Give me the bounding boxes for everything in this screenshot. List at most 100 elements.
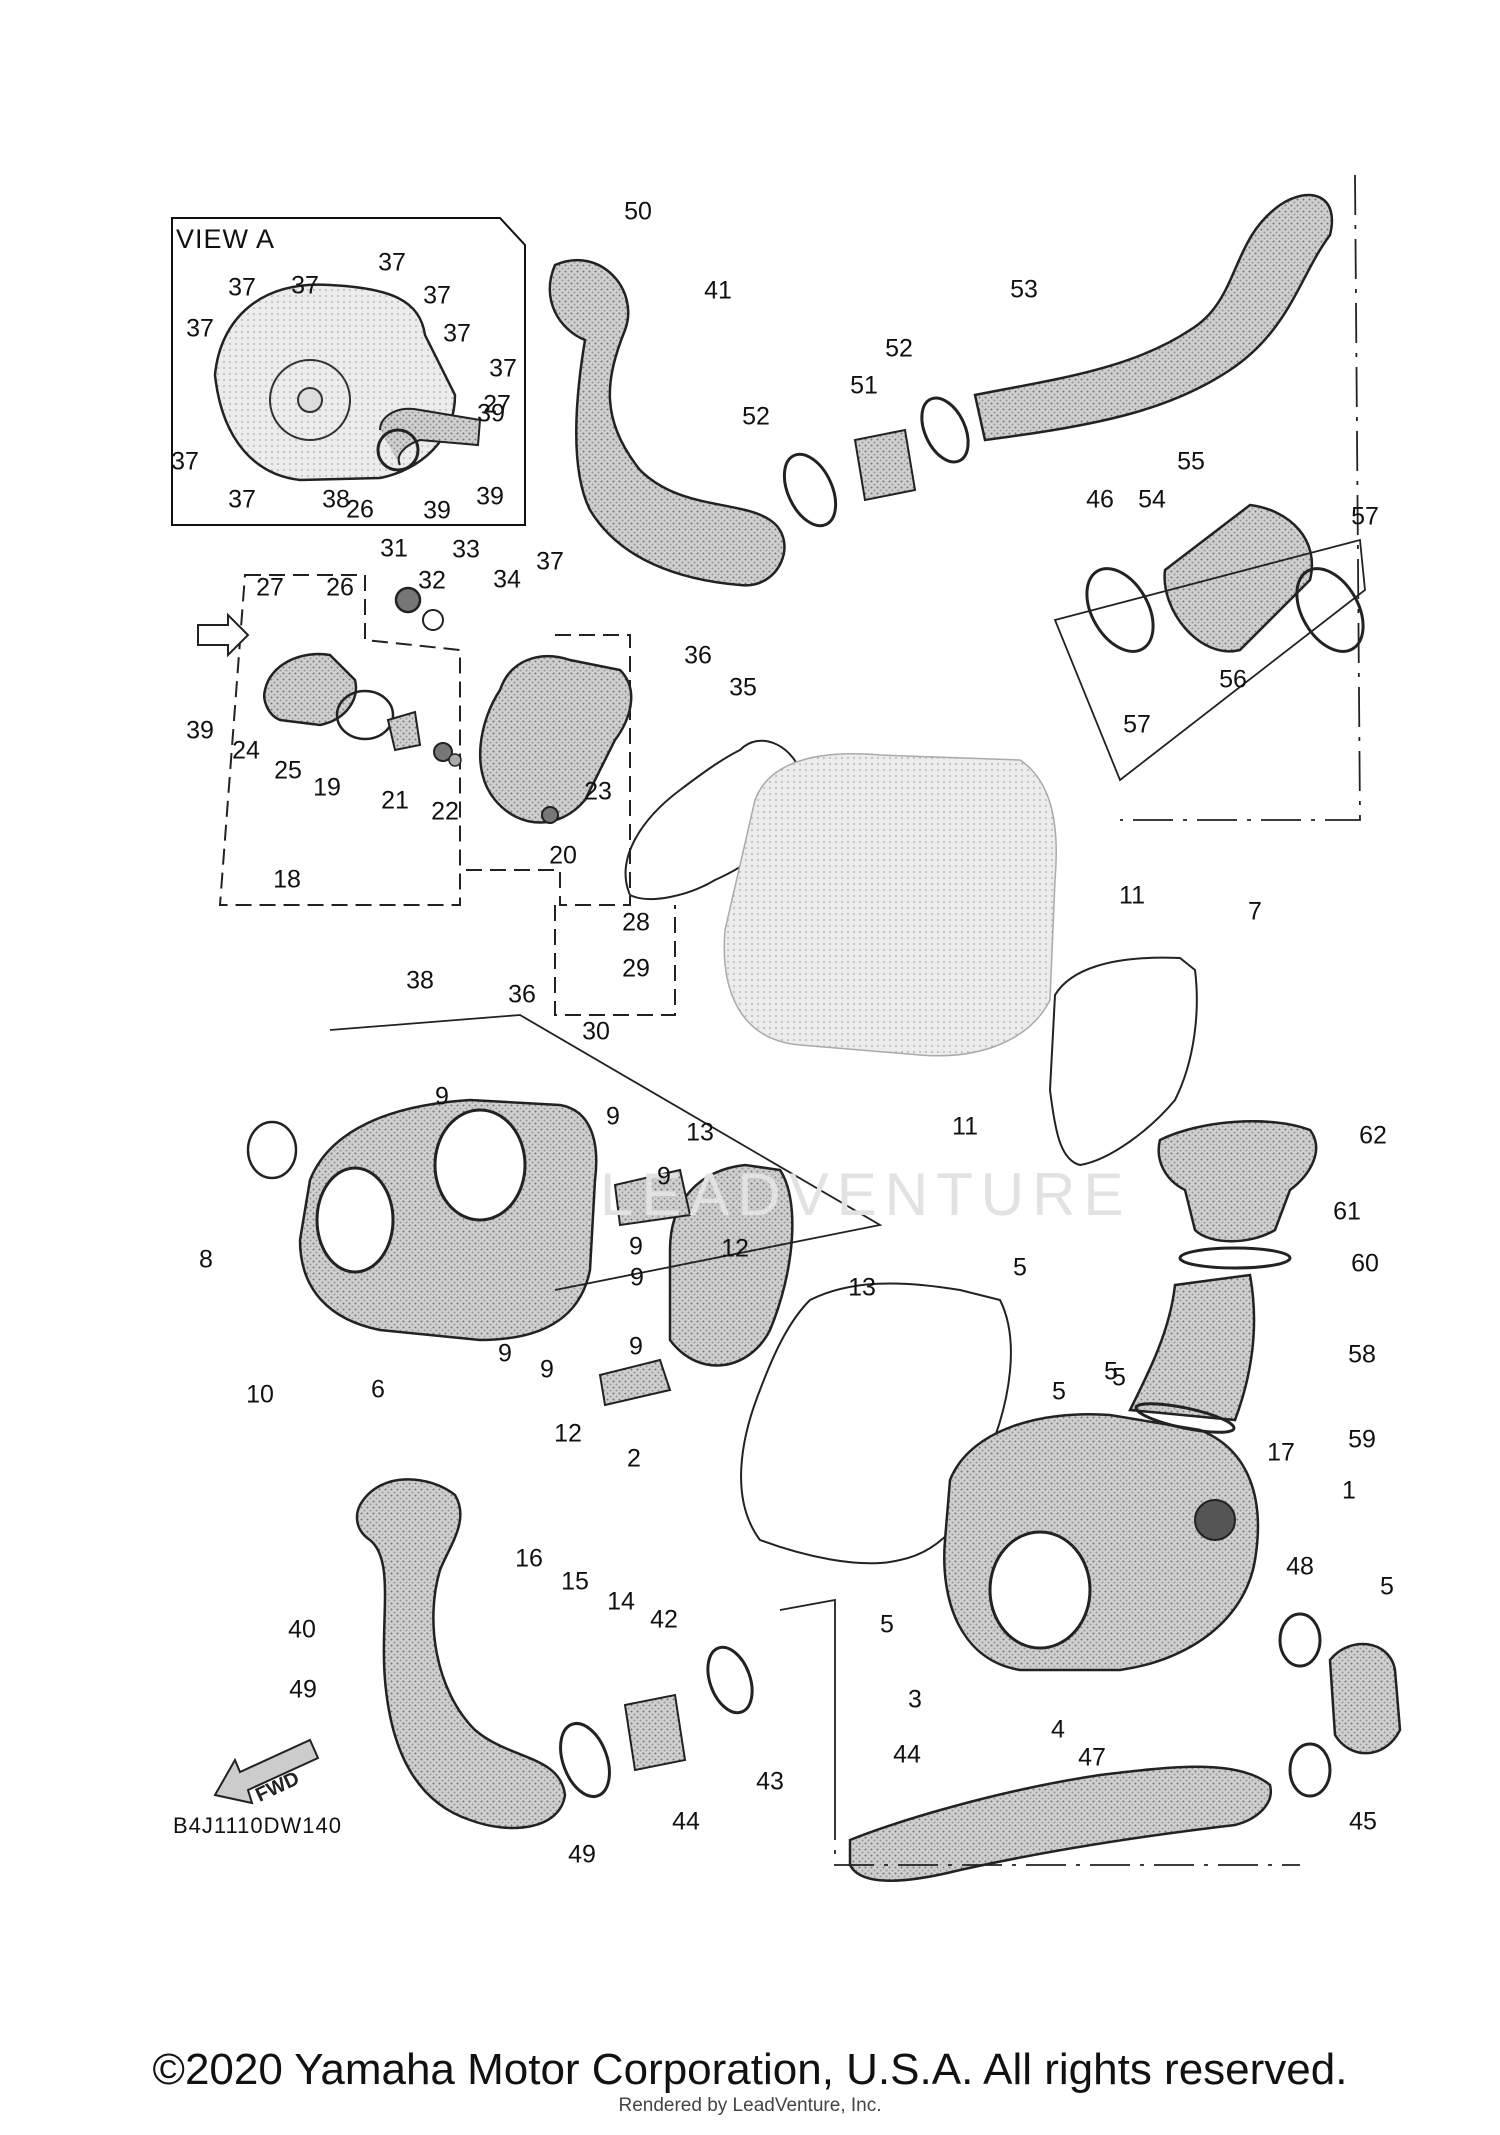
o-ring-32 <box>422 609 444 631</box>
clamp-57-left <box>1085 567 1155 653</box>
seal-21 <box>433 742 453 762</box>
bracket-13 <box>613 1168 692 1227</box>
callout-label: 25 <box>274 756 302 785</box>
callout-label: 30 <box>582 1017 610 1046</box>
callout-label: 28 <box>622 908 650 937</box>
callout-label: 50 <box>624 197 652 226</box>
callout-label: 9 <box>540 1355 554 1384</box>
callout-label: 37 <box>378 248 406 277</box>
callout-label: 27 <box>483 390 511 419</box>
group-box-18 <box>218 574 461 906</box>
callout-label: 37 <box>423 281 451 310</box>
callout-label: 13 <box>686 1118 714 1147</box>
callout-label: 24 <box>232 736 260 765</box>
hose-45 <box>848 1765 1273 1882</box>
callout-label: 12 <box>554 1419 582 1448</box>
callout-label: 37 <box>186 314 214 343</box>
callout-label: 40 <box>288 1615 316 1644</box>
view-a-arrow-icon <box>197 612 250 658</box>
callout-label: 49 <box>568 1840 596 1869</box>
callout-label: 59 <box>1348 1425 1376 1454</box>
callout-label: 29 <box>622 954 650 983</box>
callout-label: 5 <box>1052 1377 1066 1406</box>
callout-label: 23 <box>584 777 612 806</box>
cvt-cover-1 <box>943 1413 1260 1672</box>
callout-label: 3 <box>908 1685 922 1714</box>
callout-label: 41 <box>704 276 732 305</box>
gasket-7 <box>1048 956 1198 1167</box>
callout-label: 14 <box>607 1587 635 1616</box>
washer-22 <box>448 753 462 767</box>
watermark: LEADVENTURE <box>600 1161 1132 1228</box>
duct-48 <box>1328 1642 1402 1755</box>
clamp-44-right <box>706 1645 754 1715</box>
callout-label: 6 <box>371 1375 385 1404</box>
callout-label: 9 <box>435 1082 449 1111</box>
callout-label: 37 <box>536 547 564 576</box>
callout-label: 39 <box>476 482 504 511</box>
cvt-inner-cover <box>668 1163 794 1367</box>
duct-61 <box>1157 1120 1318 1243</box>
copyright-notice: ©2020 Yamaha Motor Corporation, U.S.A. A… <box>152 2045 1348 2094</box>
gasket-2 <box>740 1282 1012 1565</box>
callout-label: 57 <box>1351 502 1379 531</box>
callout-label: 37 <box>291 271 319 300</box>
callout-label: 48 <box>1286 1552 1314 1581</box>
callout-label: 56 <box>1219 665 1247 694</box>
callout-label: 9 <box>630 1263 644 1292</box>
callout-label: 44 <box>672 1807 700 1836</box>
callout-label: 35 <box>729 673 757 702</box>
callout-label: 17 <box>1267 1438 1295 1467</box>
callout-label: 37 <box>443 319 471 348</box>
callout-label: 26 <box>346 495 374 524</box>
callout-label: 13 <box>848 1273 876 1302</box>
view-a-frame <box>171 217 526 526</box>
hose-50 <box>548 258 786 587</box>
callout-label: 44 <box>893 1740 921 1769</box>
engine-block <box>723 753 1057 1057</box>
callout-label: 5 <box>1013 1253 1027 1282</box>
callout-label: 58 <box>1348 1340 1376 1369</box>
callout-label: 34 <box>493 565 521 594</box>
callout-label: 60 <box>1351 1249 1379 1278</box>
callout-label: 20 <box>549 841 577 870</box>
callout-label: 2 <box>627 1444 641 1473</box>
callout-label: 33 <box>452 535 480 564</box>
callout-label: 27 <box>256 573 284 602</box>
group-box-28 <box>554 905 676 1016</box>
group-box-right <box>460 634 631 906</box>
hose-53 <box>973 193 1334 442</box>
callout-label: 39 <box>186 716 214 745</box>
callout-label: 9 <box>629 1232 643 1261</box>
callout-label: 4 <box>1051 1715 1065 1744</box>
impeller-19 <box>386 710 422 752</box>
callout-label: 37 <box>171 447 199 476</box>
callout-label: 11 <box>952 1112 978 1141</box>
clamp-49-bottom <box>1288 1742 1332 1798</box>
diagram-code: B4J1110DW140 <box>173 1813 342 1838</box>
callout-label: 22 <box>431 797 459 826</box>
callout-label: 38 <box>322 485 350 514</box>
fwd-arrow-icon <box>213 1738 320 1805</box>
o-ring-25 <box>335 689 395 741</box>
callout-label: 42 <box>650 1605 678 1634</box>
callout-label: 45 <box>1349 1807 1377 1836</box>
callout-label: 37 <box>489 354 517 383</box>
callout-label: 9 <box>498 1339 512 1368</box>
callout-label: 55 <box>1177 447 1205 476</box>
callout-label: 61 <box>1333 1197 1361 1226</box>
callout-label: 38 <box>406 966 434 995</box>
callout-label: 19 <box>313 773 341 802</box>
callout-label: 5 <box>1112 1363 1126 1392</box>
clamp-52-right <box>920 396 970 464</box>
callout-label: 52 <box>742 402 770 431</box>
clamp-59 <box>1134 1402 1236 1434</box>
view-a-title: VIEW A <box>176 224 276 254</box>
water-pump-24 <box>263 652 358 727</box>
callout-label: 36 <box>684 641 712 670</box>
callout-label: 1 <box>1342 1476 1356 1505</box>
seal-8 <box>246 1120 298 1180</box>
callout-label: 5 <box>880 1610 894 1639</box>
hose-40 <box>355 1478 567 1830</box>
